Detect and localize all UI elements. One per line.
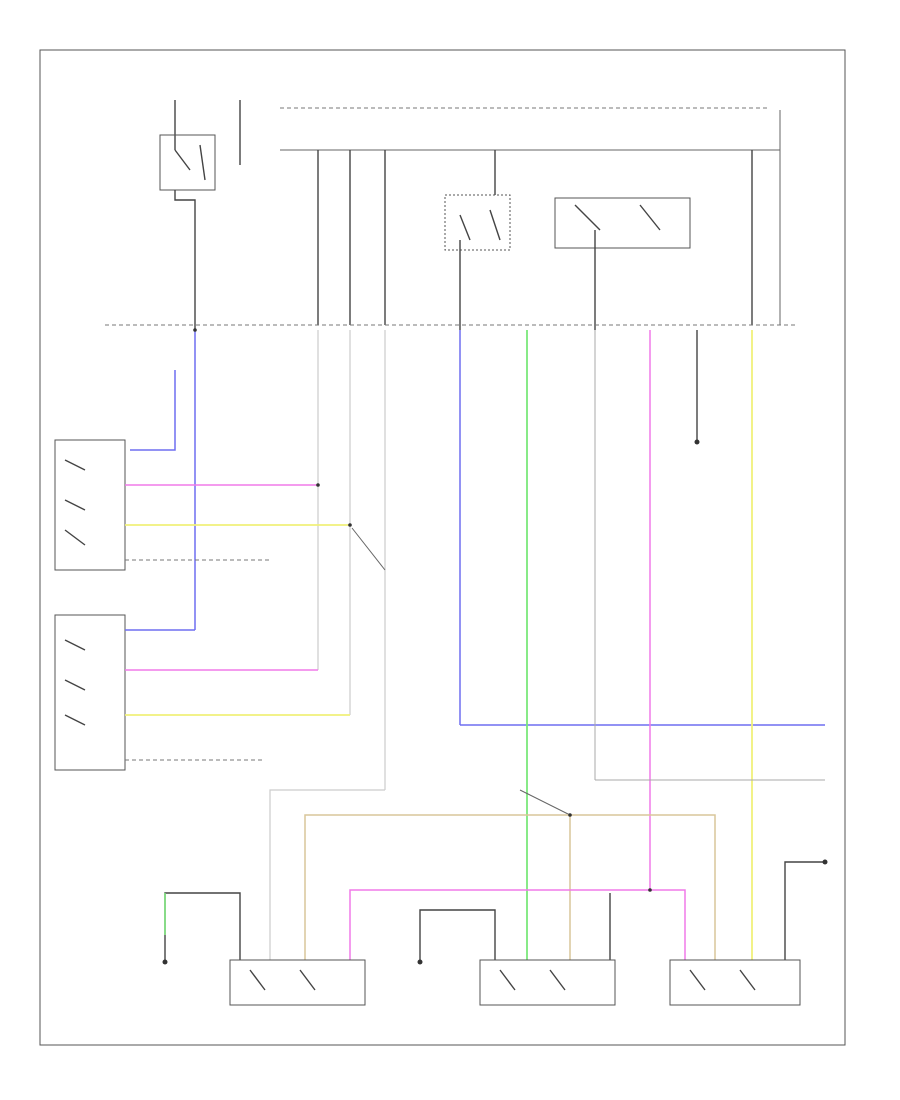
driver-window-switch bbox=[54, 439, 126, 571]
pointer-line-2 bbox=[519, 789, 571, 816]
ground-icon bbox=[162, 439, 828, 965]
black-wire-bottom-right bbox=[784, 861, 825, 960]
window-relay-left bbox=[444, 194, 511, 330]
ignition-relay bbox=[159, 100, 241, 330]
gray-wire-bottom bbox=[269, 789, 385, 960]
black-wire-bottom-mid bbox=[419, 909, 496, 960]
black-wire-bottom-left bbox=[164, 892, 241, 960]
pink-wire-bottom bbox=[349, 889, 686, 960]
pointer-line-1 bbox=[351, 527, 386, 571]
tan-wire bbox=[304, 814, 716, 960]
window-relay-right bbox=[554, 197, 691, 330]
diagram-frame bbox=[39, 49, 846, 1046]
blue-wire-left-top bbox=[130, 370, 176, 451]
passenger-window-switch bbox=[54, 614, 126, 771]
front-passenger-door-switch bbox=[229, 959, 366, 1006]
right-rear-door-switch bbox=[669, 959, 801, 1006]
left-rear-door-switch bbox=[479, 959, 616, 1006]
splice-dots bbox=[193, 328, 652, 892]
